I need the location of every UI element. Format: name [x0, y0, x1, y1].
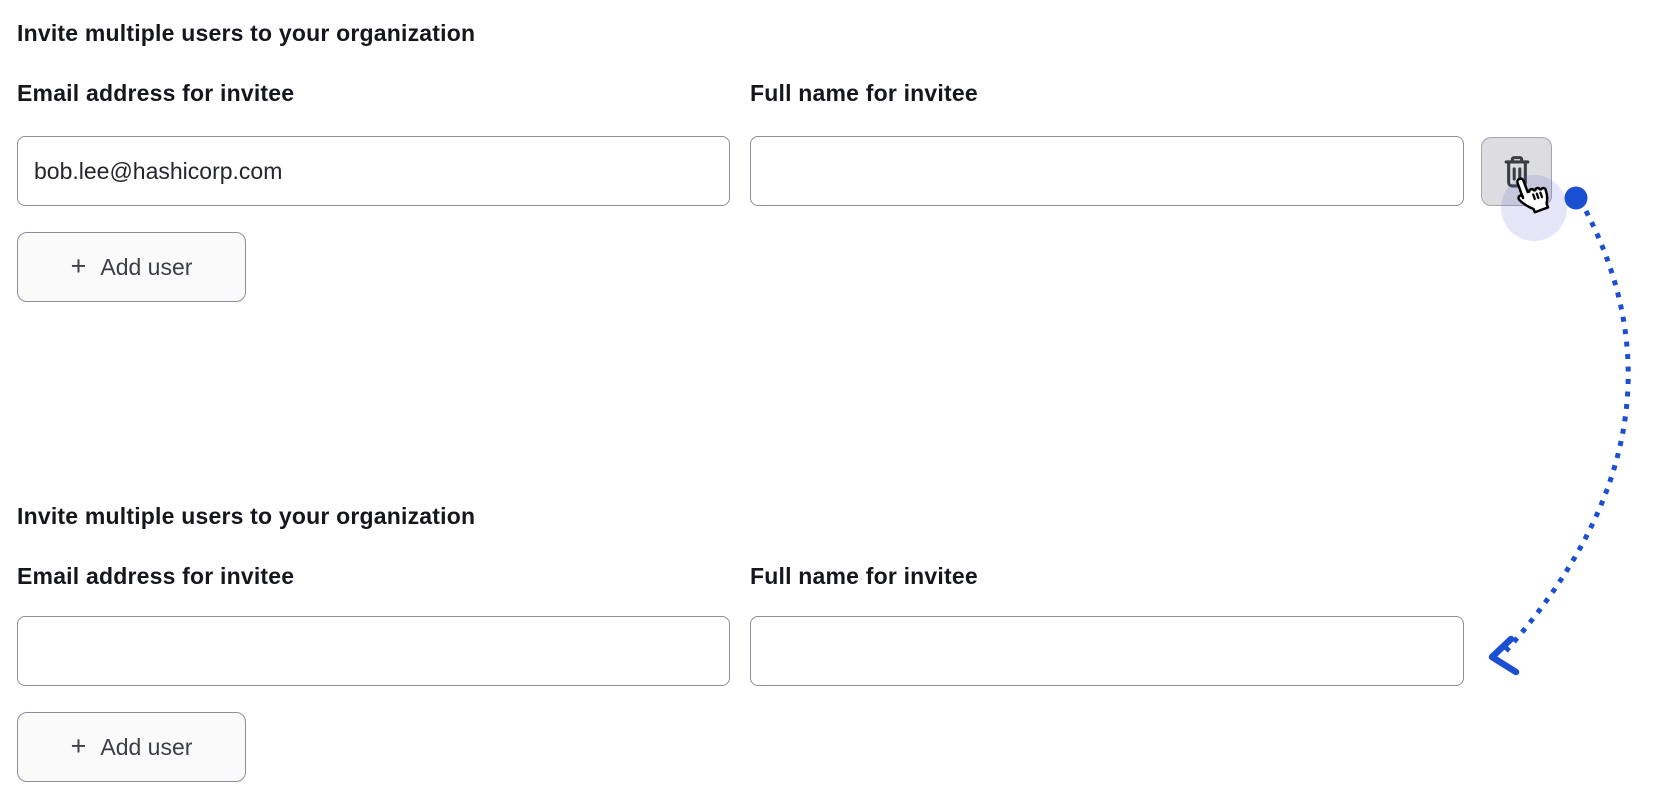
plus-icon: +	[70, 250, 87, 281]
fullname-label: Full name for invitee	[750, 80, 978, 106]
email-label: Email address for invitee	[17, 563, 295, 589]
add-user-label: Add user	[100, 733, 193, 760]
page-title: Invite multiple users to your organizati…	[17, 20, 476, 46]
plus-icon: +	[70, 730, 87, 761]
click-origin-dot	[1564, 186, 1588, 210]
trash-icon	[1504, 155, 1529, 187]
fullname-field[interactable]	[750, 136, 1464, 206]
fullname-field[interactable]	[750, 616, 1464, 686]
arrowhead-icon	[1488, 635, 1520, 676]
add-user-button[interactable]: + Add user	[17, 232, 246, 302]
fullname-label: Full name for invitee	[750, 563, 978, 589]
email-field[interactable]	[17, 616, 730, 686]
add-user-label: Add user	[100, 253, 193, 280]
email-field[interactable]	[17, 136, 730, 206]
page-title: Invite multiple users to your organizati…	[17, 503, 476, 529]
delete-user-button[interactable]	[1481, 137, 1552, 206]
flow-arrow-path	[1504, 209, 1631, 653]
email-label: Email address for invitee	[17, 80, 295, 106]
add-user-button[interactable]: + Add user	[17, 712, 246, 782]
